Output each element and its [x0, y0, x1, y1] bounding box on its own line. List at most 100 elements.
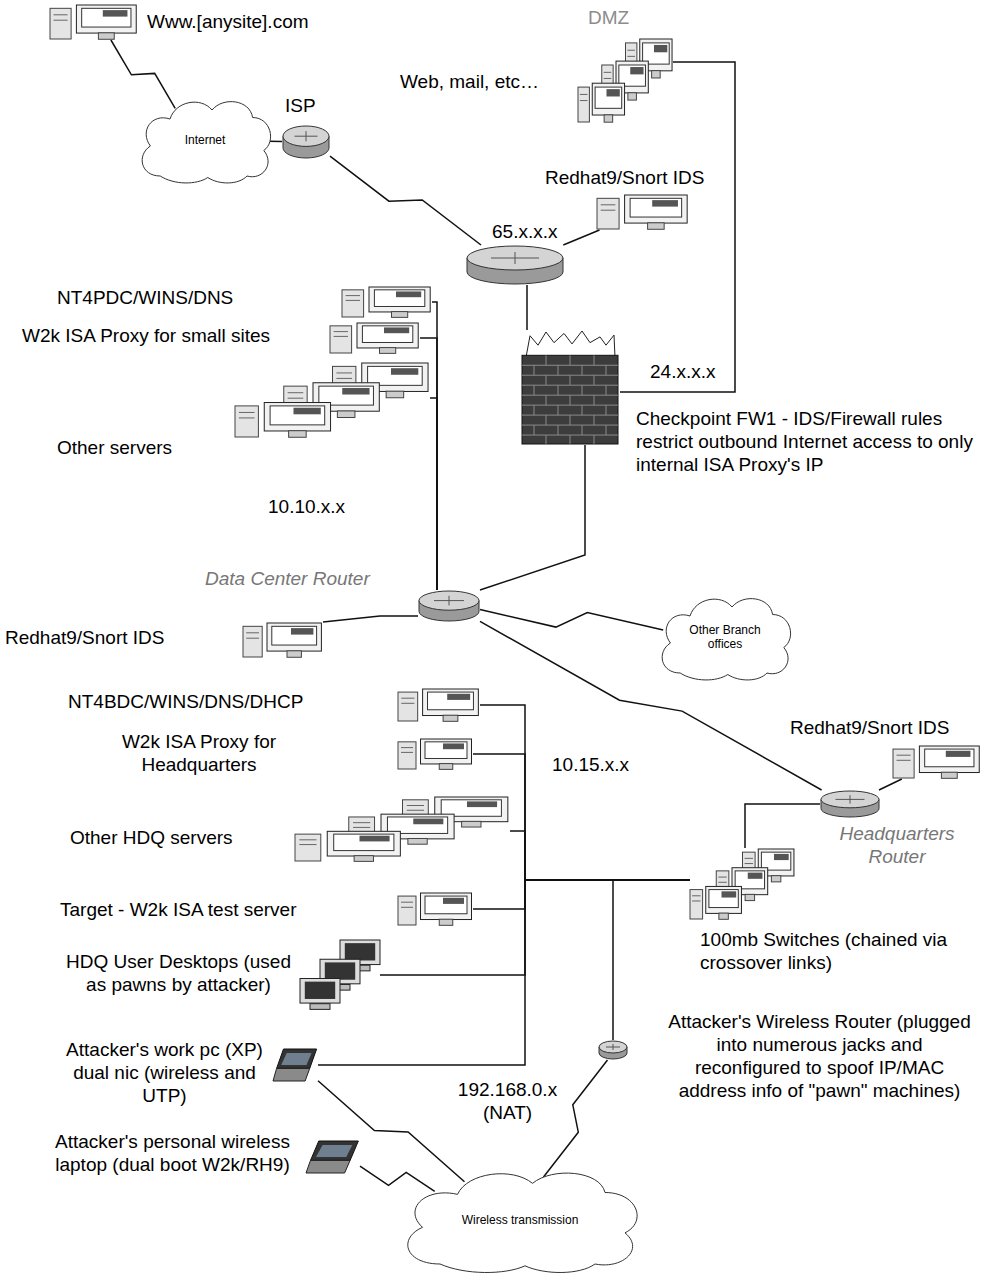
network-link [563, 230, 599, 245]
address-label: 192.168.0.x (NAT) [455, 1078, 560, 1124]
firewall-icon [520, 330, 620, 445]
device-label: DMZ [588, 6, 629, 29]
network-device: 65.x.x.x [466, 245, 564, 285]
server-icon [342, 286, 432, 318]
network-link [360, 1166, 435, 1191]
network-link [380, 880, 690, 975]
network-device: Other servers [235, 362, 430, 438]
network-link [879, 779, 902, 790]
device-name: Attacker's personal wireless laptop (dua… [45, 1130, 300, 1176]
device-label: Other servers [57, 436, 172, 459]
network-device: Internet [135, 95, 275, 185]
network-device: NT4BDC/WINS/DNS/DHCP [398, 688, 480, 722]
server-group-icon [578, 38, 673, 123]
network-device: Redhat9/Snort IDS [597, 194, 689, 230]
device-name: Other servers [57, 436, 172, 459]
network-link [480, 610, 663, 631]
router-icon [418, 590, 480, 622]
router-icon [466, 245, 564, 285]
device-name: NT4PDC/WINS/DNS [57, 286, 233, 309]
device-name: 100mb Switches (chained via crossover li… [700, 928, 955, 974]
device-name: Redhat9/Snort IDS [790, 716, 949, 739]
router-icon [598, 1040, 628, 1060]
device-name: Data Center Router [205, 567, 370, 590]
device-name: 65.x.x.x [492, 220, 557, 243]
cloud-label: Wireless transmission [462, 1213, 579, 1227]
network-link [111, 40, 175, 108]
server-icon [398, 738, 473, 770]
network-address: 24.x.x.x [650, 360, 715, 383]
device-label: HDQ User Desktops (used as pawns by atta… [66, 950, 291, 996]
network-device: NT4PDC/WINS/DNS [342, 286, 432, 318]
network-device: Attacker's personal wireless laptop (dua… [305, 1140, 360, 1174]
device-label: Target - W2k ISA test server [60, 898, 297, 921]
network-link [480, 705, 690, 880]
network-link [318, 880, 690, 1065]
device-name: Www.[anysite].com [147, 10, 309, 33]
server-icon [330, 322, 420, 354]
address-label: 10.15.x.x [552, 753, 629, 776]
desktop-group-icon [300, 940, 380, 1010]
network-device: ISP [282, 125, 330, 159]
network-link [480, 445, 585, 590]
network-device: Www.[anysite].com [50, 4, 138, 40]
device-label: 100mb Switches (chained via crossover li… [700, 928, 955, 974]
network-device: HDQ User Desktops (used as pawns by atta… [300, 940, 380, 1010]
device-label: NT4PDC/WINS/DNS [57, 286, 233, 309]
network-link [430, 398, 437, 590]
network-device: DMZWeb, mail, etc… [578, 38, 673, 123]
device-name: Redhat9/Snort IDS [5, 626, 164, 649]
network-device: Other Branch offices [655, 592, 795, 682]
network-device: Data Center Router [418, 590, 480, 622]
network-link [544, 1060, 608, 1177]
device-label: Checkpoint FW1 - IDS/Firewall rules rest… [636, 407, 981, 476]
router-icon [282, 125, 330, 159]
device-label: W2k ISA Proxy for small sites [22, 324, 270, 347]
network-device: W2k ISA Proxy for Headquarters [398, 738, 473, 770]
device-label: Www.[anysite].com [147, 10, 309, 33]
server-icon [597, 194, 689, 230]
laptop-icon [305, 1140, 360, 1174]
device-name: W2k ISA Proxy for small sites [22, 324, 270, 347]
device-label: Redhat9/Snort IDS [545, 166, 704, 189]
device-name: Target - W2k ISA test server [60, 898, 297, 921]
server-icon [893, 745, 981, 779]
device-name: W2k ISA Proxy for Headquarters [84, 730, 314, 776]
network-device: W2k ISA Proxy for small sites [330, 322, 420, 354]
network-link [473, 880, 690, 909]
device-label: Web, mail, etc… [400, 70, 539, 93]
device-label: Attacker's personal wireless laptop (dua… [45, 1130, 300, 1176]
device-label: 65.x.x.x [492, 220, 557, 243]
network-address: 10.15.x.x [552, 753, 629, 776]
device-label: Data Center Router [205, 567, 370, 590]
router-icon [820, 790, 880, 818]
network-device: 100mb Switches (chained via crossover li… [690, 848, 795, 920]
device-name: Web, mail, etc… [400, 70, 539, 93]
device-label: Headquarters Router [822, 822, 972, 868]
network-device: Target - W2k ISA test server [398, 892, 473, 926]
device-name: Checkpoint FW1 - IDS/Firewall rules rest… [636, 407, 981, 476]
network-address: 10.10.x.x [268, 495, 345, 518]
device-name: Attacker's Wireless Router (plugged into… [662, 1010, 977, 1102]
server-icon [398, 892, 473, 926]
device-label: ISP [285, 94, 316, 117]
network-device: Headquarters Router [820, 790, 880, 818]
server-group-icon [295, 796, 510, 862]
server-group-icon [235, 362, 430, 438]
network-link [323, 616, 418, 622]
device-label: Attacker's Wireless Router (plugged into… [662, 1010, 977, 1102]
network-device: Redhat9/Snort IDS [893, 745, 981, 779]
network-link [330, 156, 481, 245]
network-device: Attacker's work pc (XP) dual nic (wirele… [272, 1048, 318, 1082]
device-name: Redhat9/Snort IDS [545, 166, 704, 189]
network-address: 192.168.0.x (NAT) [455, 1078, 560, 1124]
network-link [745, 804, 820, 848]
network-link [510, 831, 690, 880]
device-name: HDQ User Desktops (used as pawns by atta… [66, 950, 291, 996]
device-name: Headquarters Router [822, 822, 972, 868]
device-name: NT4BDC/WINS/DNS/DHCP [68, 690, 303, 713]
device-name: ISP [285, 94, 316, 117]
network-device: Checkpoint FW1 - IDS/Firewall rules rest… [520, 330, 620, 445]
address-label: 10.10.x.x [268, 495, 345, 518]
